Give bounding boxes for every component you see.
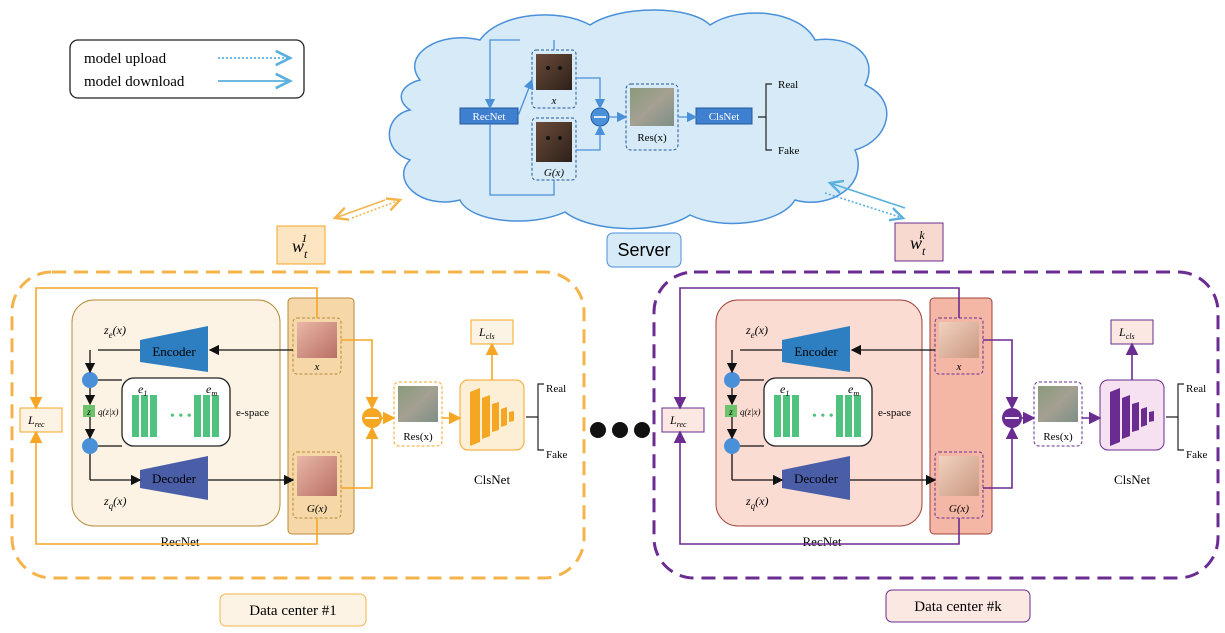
ck-purple-arrows <box>673 287 1139 545</box>
ck-real-label: Real <box>1186 383 1206 395</box>
c1-clsnet-label: ClsNet <box>474 472 511 487</box>
ck-decoder-label: Decoder <box>794 471 839 486</box>
centerk-sync-arrows <box>824 183 905 218</box>
c1-qzx-label: q(z|x) <box>98 407 118 417</box>
ck-espace-label: e-space <box>878 407 911 419</box>
server-x-label: x <box>551 95 557 107</box>
ck-clsnet-layers <box>1110 388 1154 446</box>
c1-fake-label: Fake <box>546 449 568 461</box>
server-output-bracket <box>758 83 772 151</box>
ck-recnet-label: RecNet <box>803 534 842 549</box>
ck-res-frame <box>1033 381 1083 447</box>
ck-name-box <box>885 589 1031 623</box>
c1-x-label: x <box>314 361 320 373</box>
c1-zq-node <box>82 438 98 454</box>
ck-qzx-label: q(z|x) <box>740 407 760 417</box>
c1-lcls-label: Lcls <box>478 325 495 341</box>
c1-name-label: Data center #1 <box>249 603 336 619</box>
ck-lrec-label: Lrec <box>669 413 687 429</box>
c1-z-label: z <box>86 407 91 417</box>
server-res-label: Res(x) <box>637 132 667 144</box>
c1-output-bracket <box>526 383 544 451</box>
server-gx-face-image <box>536 122 572 162</box>
ck-fake-label: Fake <box>1186 449 1208 461</box>
c1-black-arrows <box>84 344 295 486</box>
ck-x-label: x <box>956 361 962 373</box>
ck-lcls-label: Lcls <box>1118 325 1135 341</box>
ck-zq-label: zq(x) <box>745 494 769 511</box>
c1-gx-face-image <box>297 456 337 496</box>
c1-codebook-ellipsis: • • • <box>170 409 192 424</box>
weight-w1: wt1 <box>292 231 308 261</box>
ck-res-label: Res(x) <box>1043 431 1073 443</box>
server-res-image <box>630 88 674 126</box>
c1-encoder-shape <box>140 326 208 372</box>
ck-zq-node <box>724 438 740 454</box>
legend-download-label: model download <box>84 74 185 90</box>
server-real-label: Real <box>778 79 798 91</box>
ck-res-image <box>1038 386 1078 422</box>
c1-ze-label: ze(x) <box>103 323 126 340</box>
c1-res-frame <box>393 381 443 447</box>
c1-decoder-shape <box>140 456 208 500</box>
c1-z-box <box>83 405 95 417</box>
server-fake-label: Fake <box>778 145 800 157</box>
ck-lrec-box <box>661 407 705 433</box>
c1-res-label: Res(x) <box>403 431 433 443</box>
ck-ze-label: ze(x) <box>745 323 768 340</box>
c1-recnet-label: RecNet <box>161 534 200 549</box>
ck-x-face-image <box>939 322 979 358</box>
c1-lrec-label: Lrec <box>27 413 45 429</box>
c1-real-label: Real <box>546 383 566 395</box>
ck-z-label: z <box>728 407 733 417</box>
c1-x-face-image <box>297 322 337 358</box>
c1-ze-node <box>82 372 98 388</box>
ck-lcls-box <box>1110 319 1154 345</box>
c1-orange-arrows <box>29 287 499 545</box>
ck-em-label: em <box>848 382 859 398</box>
c1-codebook-bars <box>132 395 219 437</box>
server-clsnet-label: ClsNet <box>709 111 740 123</box>
ck-encoder-label: Encoder <box>794 344 838 359</box>
server-label-box <box>606 232 682 268</box>
c1-decoder-label: Decoder <box>152 471 197 486</box>
server-flow-arrows <box>484 39 698 196</box>
ck-codebook-ellipsis: • • • <box>812 409 834 424</box>
ck-output-bracket <box>1166 383 1184 451</box>
server-label: Server <box>617 240 670 260</box>
server-recnet-label: RecNet <box>473 111 506 123</box>
ck-black-arrows <box>726 344 937 486</box>
ck-ze-node <box>724 372 740 388</box>
server-x-face-image <box>536 54 572 90</box>
legend: model upload model download <box>69 39 305 99</box>
c1-res-image <box>398 386 438 422</box>
c1-zq-label: zq(x) <box>103 494 127 511</box>
ck-gx-face-image <box>939 456 979 496</box>
more-centers-ellipsis <box>590 422 650 438</box>
ck-z-box <box>725 405 737 417</box>
weight-w1-box <box>276 225 326 265</box>
c1-name-box <box>219 593 367 627</box>
weight-wk: wtk <box>910 228 926 258</box>
ck-codebook-bars <box>774 395 861 437</box>
c1-clsnet-layers <box>470 388 514 446</box>
c1-gx-label: G(x) <box>307 503 327 515</box>
c1-espace-label: e-space <box>236 407 269 419</box>
c1-lrec-box <box>19 407 63 433</box>
c1-em-label: em <box>206 382 217 398</box>
ck-e1-label: e1 <box>780 382 789 398</box>
c1-e1-label: e1 <box>138 382 147 398</box>
ck-encoder-shape <box>782 326 850 372</box>
server-gx-label: G(x) <box>544 167 564 179</box>
ck-decoder-shape <box>782 456 850 500</box>
center1-sync-arrows <box>335 200 400 218</box>
weight-wk-box <box>894 222 944 262</box>
ck-clsnet-label: ClsNet <box>1114 472 1151 487</box>
c1-encoder-label: Encoder <box>152 344 196 359</box>
ck-name-label: Data center #k <box>914 599 1002 615</box>
ck-gx-label: G(x) <box>949 503 969 515</box>
legend-upload-label: model upload <box>84 51 167 67</box>
